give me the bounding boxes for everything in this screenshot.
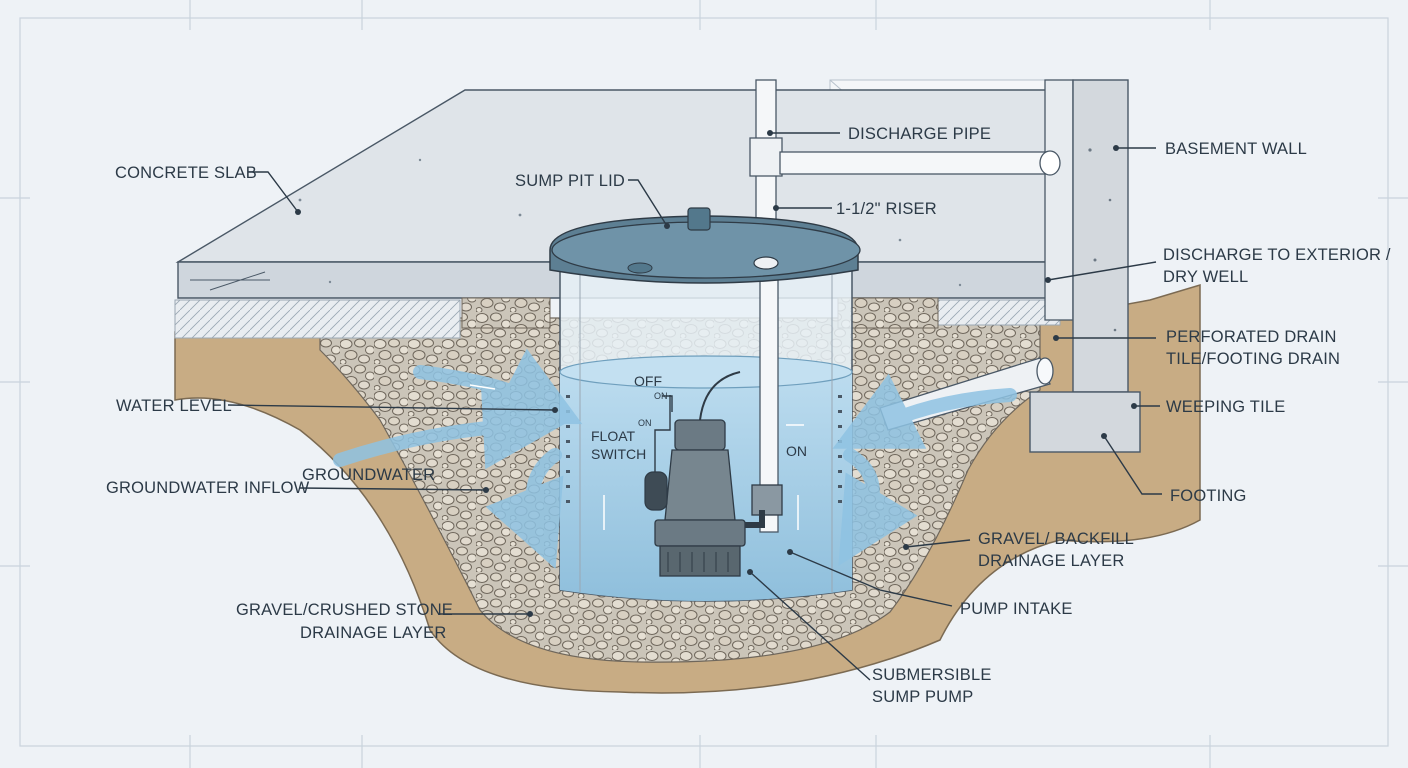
label-discharge-pipe: DISCHARGE PIPE: [848, 125, 991, 143]
label-water-level: WATER LEVEL: [116, 397, 232, 415]
basement-wall: [1044, 79, 1129, 393]
leader-lines: [227, 130, 1162, 681]
flow-ticks: [469, 384, 804, 530]
label-on-right: ON: [786, 443, 807, 459]
label-float-switch-line2: SWITCH: [591, 446, 646, 462]
label-basement-wall: BASEMENT WALL: [1165, 140, 1307, 158]
label-pump-intake: PUMP INTAKE: [960, 600, 1073, 618]
label-on-small-1: ON: [654, 391, 668, 401]
label-gravel-crushed-line2: DRAINAGE LAYER: [300, 624, 446, 642]
label-on-small-2: ON: [638, 418, 652, 428]
label-footing: FOOTING: [1170, 487, 1247, 505]
discharge-pipe: [779, 150, 1061, 176]
label-weeping-tile: WEEPING TILE: [1166, 398, 1285, 416]
label-off: OFF: [634, 373, 662, 389]
label-submersible-line2: SUMP PUMP: [872, 688, 973, 706]
label-gravel-backfill-line1: GRAVEL/ BACKFILL: [978, 530, 1134, 548]
submersible-pump: [654, 371, 765, 577]
label-gravel-backfill-line2: DRAINAGE LAYER: [978, 552, 1124, 570]
label-perforated-line2: TILE/FOOTING DRAIN: [1166, 350, 1340, 368]
label-discharge-exterior-line2: DRY WELL: [1163, 268, 1248, 286]
sub-slab-hatch: [174, 299, 461, 339]
label-discharge-exterior-line1: DISCHARGE TO EXTERIOR /: [1163, 246, 1391, 264]
label-sump-pit-lid: SUMP PIT LID: [515, 172, 625, 190]
label-riser: 1-1/2" RISER: [836, 200, 937, 218]
groundwater-inflow-arrows: [333, 348, 1017, 570]
footing: [1029, 391, 1141, 453]
sump-pit-lid: [549, 207, 861, 284]
label-perforated-line1: PERFORATED DRAIN: [1166, 328, 1337, 346]
label-groundwater-inflow: GROUNDWATER INFLOW: [106, 479, 310, 497]
float-switch: [644, 395, 671, 511]
label-gravel-crushed-line1: GRAVEL/CRUSHED STONE: [236, 601, 453, 619]
label-concrete-slab: CONCRETE SLAB: [115, 164, 257, 182]
riser-pipe: [749, 79, 783, 533]
label-groundwater: GROUNDWATER: [302, 466, 435, 484]
label-float-switch-line1: FLOAT: [591, 428, 636, 444]
label-submersible-line1: SUBMERSIBLE: [872, 666, 992, 684]
